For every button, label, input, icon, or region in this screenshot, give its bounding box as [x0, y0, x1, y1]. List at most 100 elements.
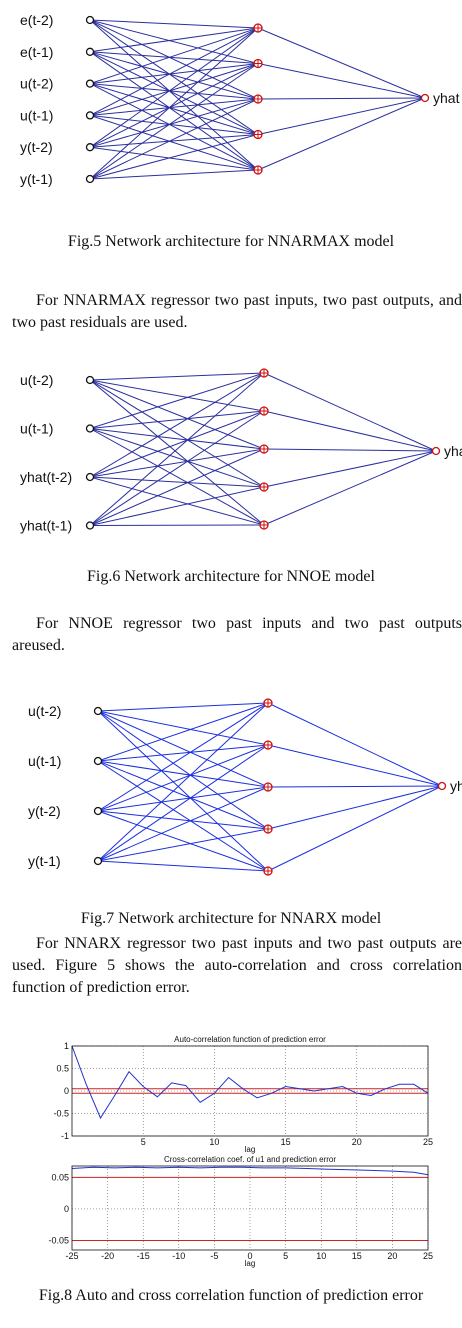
edge-input-5-hidden-3 — [89, 98, 259, 148]
input-label: u(t-1) — [28, 753, 61, 769]
edge-hidden-3-output — [267, 785, 443, 788]
edge-input-2-hidden-4 — [89, 51, 259, 135]
edge-input-2-hidden-1 — [97, 702, 269, 762]
nnarmax-paragraph: For NNARMAX regressor two past inputs, t… — [12, 292, 462, 331]
edge-input-1-hidden-2 — [89, 19, 259, 64]
edge-input-6-hidden-1 — [89, 27, 259, 180]
nnarx-network-diagram: u(t-2)u(t-1)y(t-2)y(t-1)yh — [28, 698, 462, 876]
output-node — [437, 781, 447, 791]
edge-input-3-hidden-2 — [89, 63, 259, 85]
output-node — [420, 93, 430, 103]
fig8-caption: Fig.8 Auto and cross correlation functio… — [38, 1287, 424, 1304]
plot-frame — [71, 1165, 429, 1251]
edge-input-4-hidden-3 — [97, 786, 269, 862]
edge-input-4-hidden-3 — [89, 98, 259, 116]
edge-input-1-hidden-5 — [89, 379, 265, 526]
y-tick-label: -0.05 — [48, 1236, 69, 1246]
input-node — [93, 706, 103, 716]
chart-1-title: Auto-correlation function of prediction … — [174, 1035, 326, 1044]
edge-hidden-5-output — [267, 785, 443, 872]
edge-input-3-hidden-2 — [89, 410, 265, 478]
edge-input-4-hidden-2 — [89, 63, 259, 116]
x-tick-label: 25 — [423, 1137, 433, 1147]
edge-hidden-4-output — [257, 97, 426, 135]
edge-input-2-hidden-1 — [89, 372, 265, 429]
edge-input-1-hidden-3 — [97, 710, 269, 788]
y-tick-label: 0 — [64, 1204, 69, 1214]
edge-hidden-1-output — [267, 702, 443, 787]
input-node — [85, 111, 95, 120]
fig6-caption: Fig.6 Network architecture for NNOE mode… — [87, 568, 375, 585]
input-label: u(t-2) — [20, 372, 53, 388]
output-label: yha — [444, 443, 462, 459]
edge-input-1-hidden-3 — [89, 379, 265, 450]
x-tick-label: -20 — [101, 1251, 114, 1261]
nnarx-paragraph: For NNARX regressor two past inputs and … — [12, 935, 462, 996]
x-tick-label: 15 — [281, 1137, 291, 1147]
edge-input-1-hidden-3 — [89, 19, 259, 100]
x-tick-label: 10 — [316, 1251, 326, 1261]
edge-input-1-hidden-4 — [89, 379, 265, 488]
edge-input-5-hidden-4 — [89, 134, 259, 148]
y-tick-label: 0.05 — [51, 1172, 69, 1182]
autocorrelation-chart: Auto-correlation function of prediction … — [53, 1035, 433, 1154]
edge-input-4-hidden-4 — [89, 114, 259, 135]
input-node — [85, 375, 95, 385]
x-tick-label: 15 — [352, 1251, 362, 1261]
output-node — [431, 446, 441, 456]
edge-input-4-hidden-3 — [89, 448, 265, 526]
x-tick-label: 5 — [141, 1137, 146, 1147]
input-label: e(t-2) — [20, 12, 53, 28]
input-label: u(t-2) — [20, 76, 53, 92]
edge-input-1-hidden-5 — [97, 710, 269, 872]
edge-input-3-hidden-4 — [89, 476, 265, 488]
edge-input-4-hidden-1 — [89, 372, 265, 526]
input-label: u(t-1) — [20, 421, 53, 437]
edge-input-2-hidden-5 — [89, 428, 265, 526]
edge-input-3-hidden-1 — [97, 702, 269, 812]
edge-input-4-hidden-2 — [97, 744, 269, 862]
edge-input-2-hidden-3 — [89, 428, 265, 450]
input-node — [85, 143, 95, 152]
edge-input-2-hidden-1 — [89, 27, 259, 53]
edge-hidden-1-output — [263, 372, 437, 452]
edge-input-5-hidden-2 — [89, 63, 259, 148]
edge-input-3-hidden-2 — [97, 744, 269, 812]
edge-hidden-4-output — [267, 785, 443, 830]
edge-hidden-1-output — [257, 27, 426, 99]
edge-input-6-hidden-4 — [89, 134, 259, 180]
y-tick-label: -1 — [61, 1131, 69, 1141]
y-tick-label: 0 — [64, 1086, 69, 1096]
edge-input-3-hidden-3 — [89, 83, 259, 100]
x-tick-label: -10 — [172, 1251, 185, 1261]
y-tick-label: -0.5 — [53, 1109, 69, 1119]
input-label: y(t-2) — [28, 803, 61, 819]
x-tick-label: 10 — [209, 1137, 219, 1147]
nnarmax-network-diagram: e(t-2)e(t-1)u(t-2)u(t-1)y(t-2)y(t-1)yhat — [20, 12, 460, 187]
output-label: yhat — [433, 90, 460, 106]
edge-input-4-hidden-5 — [89, 524, 265, 526]
input-label: u(t-1) — [20, 107, 53, 123]
input-node — [85, 15, 95, 25]
chart-1-xlabel: lag — [245, 1145, 256, 1154]
edge-input-2-hidden-3 — [97, 760, 269, 788]
x-tick-label: 0 — [247, 1251, 252, 1261]
edge-input-6-hidden-3 — [89, 98, 259, 180]
input-label: y(t-1) — [28, 853, 61, 869]
input-node — [85, 47, 95, 56]
edge-input-2-hidden-2 — [89, 51, 259, 64]
edge-input-4-hidden-1 — [97, 702, 269, 862]
edge-input-1-hidden-5 — [89, 19, 259, 171]
nnoe-paragraph: For NNOE regressor two past inputs and t… — [12, 615, 462, 654]
fig7-caption: Fig.7 Network architecture for NNARX mod… — [80, 910, 382, 927]
edge-input-2-hidden-4 — [97, 760, 269, 830]
plot-frame — [71, 1045, 429, 1137]
edge-input-1-hidden-4 — [97, 710, 269, 830]
fig5-caption: Fig.5 Network architecture for NNARMAX m… — [67, 233, 395, 250]
edge-hidden-2-output — [267, 744, 443, 787]
edge-input-5-hidden-5 — [89, 146, 259, 171]
edge-hidden-2-output — [257, 63, 426, 99]
input-label: yhat(t-2) — [20, 469, 72, 485]
input-node — [93, 756, 103, 766]
edge-input-1-hidden-1 — [97, 702, 269, 712]
